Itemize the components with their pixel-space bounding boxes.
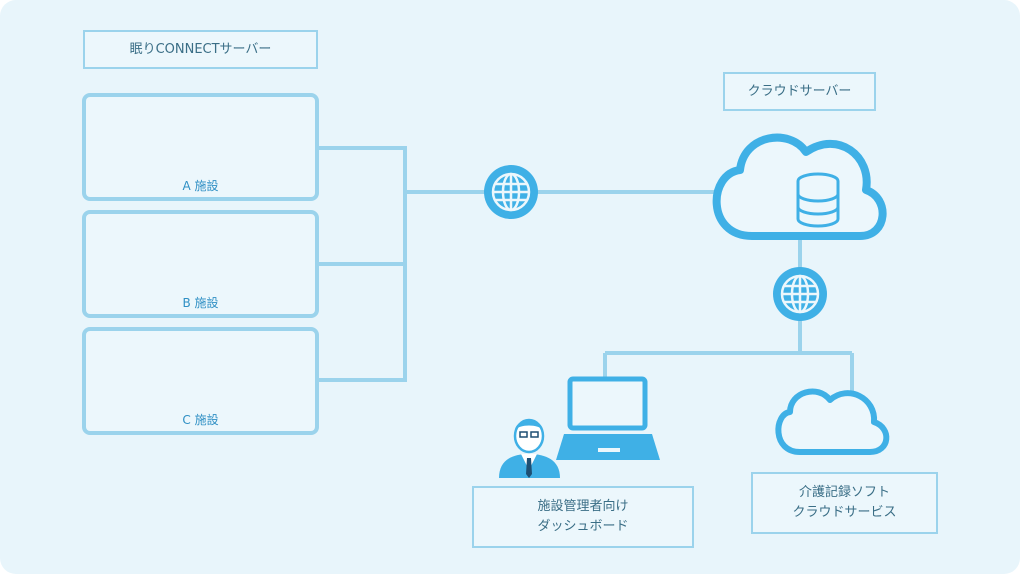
globe-icon — [773, 267, 827, 321]
facility-name: C 施設 — [182, 413, 219, 427]
nemuri-server-label: 眠りCONNECTサーバー — [83, 30, 318, 69]
globe-icon — [484, 165, 538, 219]
facility-box-c: C 施設 — [82, 327, 319, 435]
cloud-database-icon — [712, 133, 887, 240]
dashboard-label: 施設管理者向け ダッシュボード — [472, 486, 694, 548]
cloud-icon — [775, 388, 890, 455]
care-software-label: 介護記録ソフト クラウドサービス — [751, 472, 938, 534]
cloud-server-label: クラウドサーバー — [723, 72, 876, 111]
dashboard-label-line1: 施設管理者向け — [537, 499, 629, 514]
facility-box-b: B 施設 — [82, 210, 319, 318]
laptop-icon — [556, 376, 660, 460]
connection-lines — [318, 146, 854, 395]
facility-box-a: A 施設 — [82, 93, 319, 201]
facility-name: B 施設 — [182, 296, 219, 310]
dashboard-label-line2: ダッシュボード — [537, 519, 629, 534]
manager-person-icon — [499, 418, 560, 478]
care-software-label-line1: 介護記録ソフト — [798, 485, 890, 500]
care-software-label-line2: クラウドサービス — [792, 505, 897, 520]
facility-name: A 施設 — [182, 179, 219, 193]
